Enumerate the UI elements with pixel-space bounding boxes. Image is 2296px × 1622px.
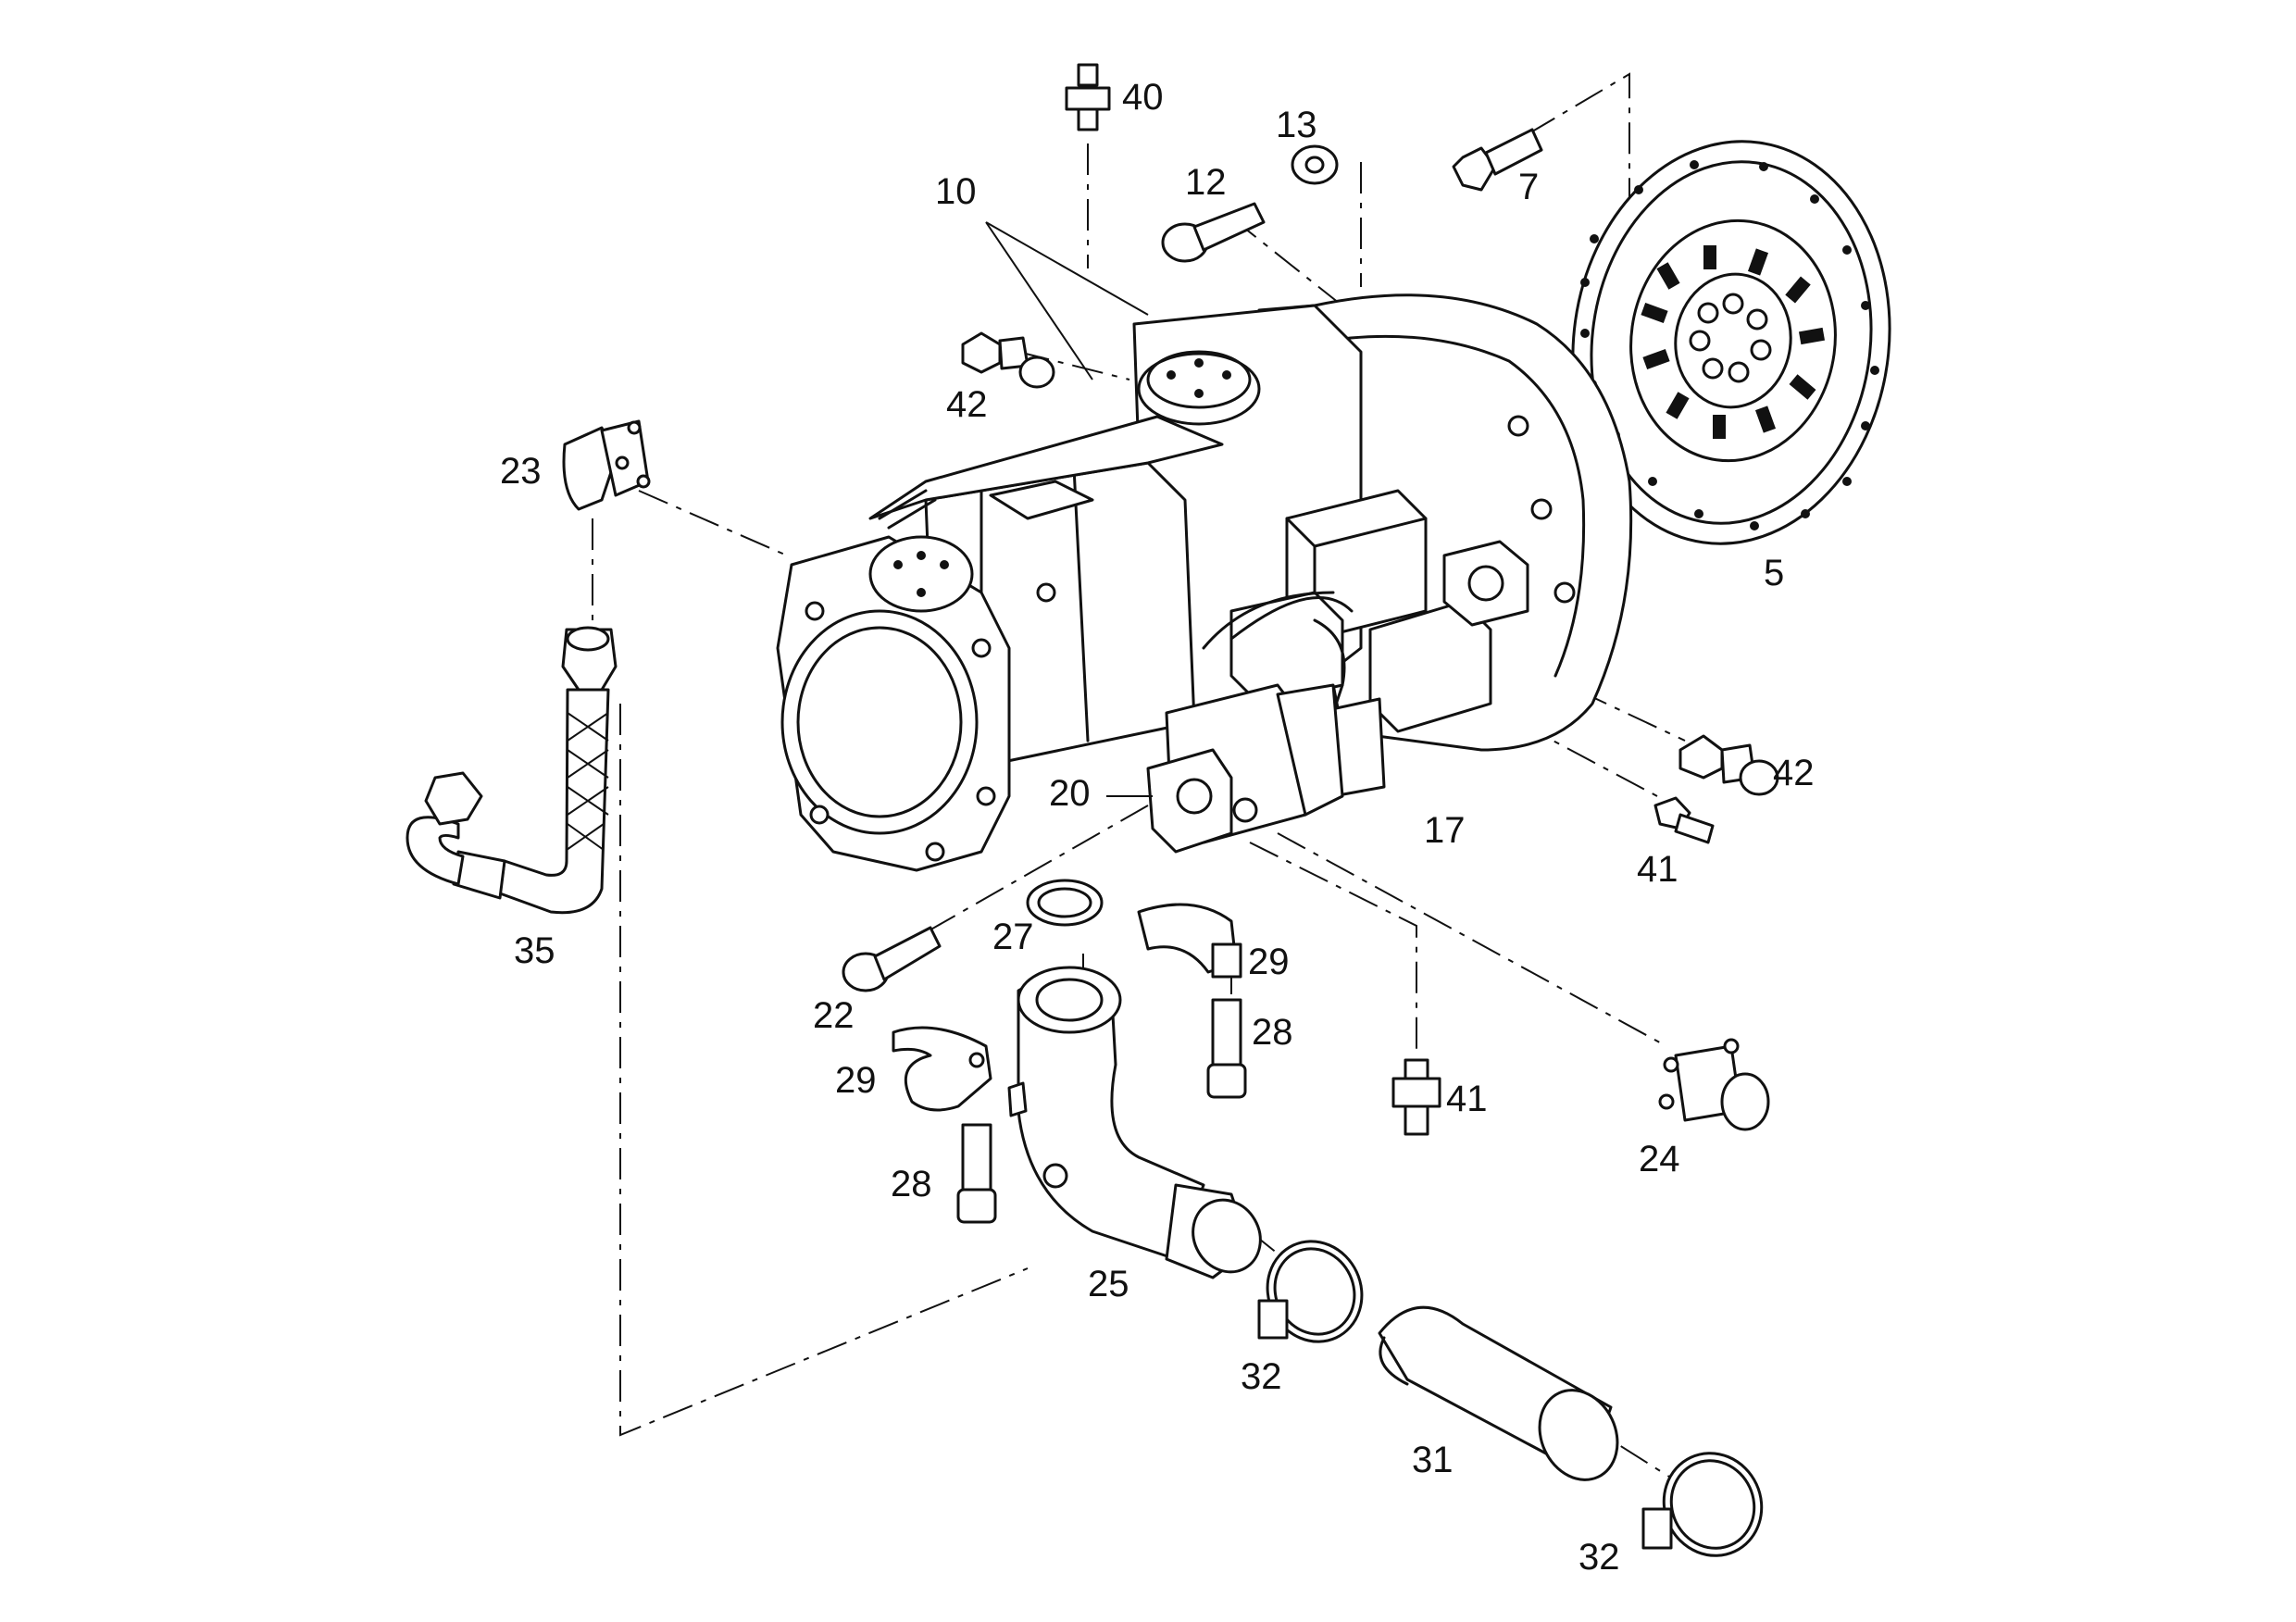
label-29-upper: 29 [1248, 942, 1290, 982]
label-41-lower: 41 [1446, 1079, 1488, 1119]
label-20: 20 [1049, 773, 1091, 814]
washer-13 [1291, 144, 1339, 185]
fitting-41-right [1653, 796, 1715, 844]
clamp-half-29-upper [1137, 903, 1242, 979]
fitting-40 [1065, 63, 1111, 131]
label-7: 7 [1518, 167, 1539, 207]
o-ring-27 [1026, 879, 1104, 927]
label-42-left: 42 [946, 384, 988, 425]
screw-28-lower [956, 1123, 997, 1224]
label-25: 25 [1088, 1264, 1129, 1304]
label-23: 23 [500, 451, 542, 492]
label-27: 27 [992, 917, 1034, 957]
label-17: 17 [1424, 810, 1466, 851]
label-28-lower: 28 [891, 1164, 932, 1204]
label-41-right: 41 [1637, 849, 1678, 890]
label-42-right: 42 [1773, 753, 1815, 793]
bolt-7 [1452, 128, 1543, 192]
coupling-disc-5 [1571, 140, 1891, 545]
label-10: 10 [935, 171, 977, 212]
flange-24 [1658, 1038, 1770, 1131]
label-32-lower: 32 [1578, 1537, 1620, 1578]
label-24: 24 [1639, 1139, 1680, 1179]
gear-pump-20 [1146, 683, 1344, 854]
hose-assembly-35 [406, 626, 618, 915]
label-31: 31 [1412, 1440, 1454, 1480]
label-5: 5 [1764, 553, 1784, 593]
fitting-42-right [1678, 734, 1779, 796]
part-labels: 40 13 12 10 7 42 23 5 42 20 17 41 35 27 … [500, 77, 1815, 1578]
fitting-41-lower [1391, 1058, 1441, 1136]
hose-clamp-32-upper [1257, 1240, 1364, 1343]
label-29-lower: 29 [835, 1060, 877, 1101]
label-22: 22 [813, 995, 855, 1036]
hose-clamp-32-lower [1641, 1452, 1764, 1557]
suction-elbow-25 [1007, 966, 1262, 1279]
label-pointers [985, 221, 1153, 797]
clamp-half-29-lower [892, 1026, 992, 1112]
bolt-12 [1161, 202, 1266, 263]
flange-23 [562, 419, 651, 511]
hose-31 [1378, 1305, 1619, 1481]
fitting-42-left [961, 331, 1055, 389]
label-28-upper: 28 [1252, 1012, 1293, 1053]
label-35: 35 [514, 930, 555, 971]
label-32-upper: 32 [1241, 1356, 1282, 1397]
label-13: 13 [1276, 105, 1317, 145]
label-40: 40 [1122, 77, 1164, 118]
cap-screw-22 [842, 926, 942, 992]
screw-28-upper [1206, 998, 1247, 1099]
label-12: 12 [1185, 162, 1227, 203]
